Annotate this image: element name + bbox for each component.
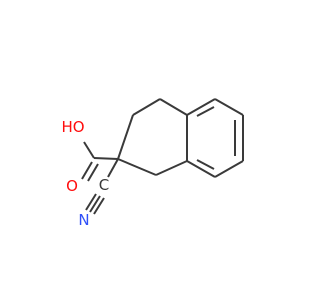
double-bond-inner — [196, 159, 215, 170]
bond — [214, 98, 244, 116]
molecule-structure: HO O C N — [61, 98, 244, 229]
bond — [186, 160, 216, 178]
bond — [186, 98, 216, 116]
hydroxyl-label: HO — [61, 118, 84, 136]
nitrile-group: C N — [78, 158, 119, 229]
double-bond-inner — [196, 106, 215, 117]
bond — [117, 114, 134, 160]
benzene-ring — [186, 98, 244, 178]
saturated-ring — [117, 98, 188, 176]
bond — [132, 98, 161, 116]
bond — [159, 98, 188, 116]
nitrile-nitrogen-label: N — [78, 211, 89, 229]
bond — [155, 160, 188, 176]
triple-bond — [89, 195, 101, 213]
bond — [93, 157, 119, 160]
bond — [214, 160, 244, 178]
bond — [117, 158, 157, 176]
double-bond — [81, 161, 93, 180]
triple-bond — [93, 197, 105, 215]
bond — [83, 141, 95, 159]
nitrile-carbon-label: C — [99, 176, 109, 194]
carbonyl-oxygen-label: O — [66, 177, 78, 195]
double-bond — [87, 163, 99, 182]
bond — [107, 158, 119, 178]
carboxylic-acid-group: HO O — [61, 118, 119, 195]
triple-bond — [85, 193, 97, 211]
